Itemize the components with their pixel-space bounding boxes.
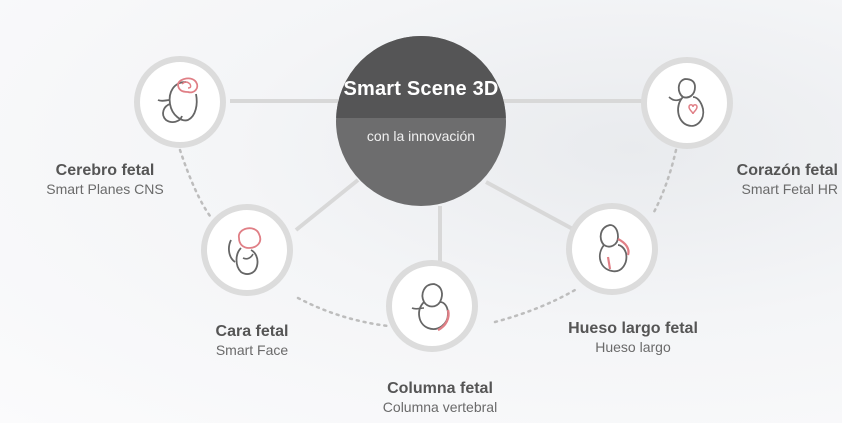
node-columna-fetal bbox=[386, 260, 478, 352]
fetus-long-bone-icon bbox=[598, 224, 630, 273]
hub-title: Smart Scene 3D bbox=[343, 78, 499, 100]
node-cerebro-fetal bbox=[134, 56, 226, 148]
label-corazon-fetal: Corazón fetal Smart Fetal HR bbox=[692, 161, 838, 199]
feature-subtitle: Smart Planes CNS bbox=[46, 181, 164, 197]
node-hueso-largo-fetal bbox=[566, 203, 658, 295]
hub-top bbox=[336, 36, 506, 118]
label-cara-fetal: Cara fetal Smart Face bbox=[182, 322, 322, 360]
fetus-face-icon bbox=[228, 227, 262, 275]
feature-title: Cara fetal bbox=[215, 323, 289, 340]
node-cara-fetal bbox=[201, 204, 293, 296]
hub-circle: Smart Scene 3D con la innovación bbox=[336, 36, 506, 206]
feature-subtitle: Smart Face bbox=[215, 342, 289, 358]
feature-title: Hueso largo fetal bbox=[568, 320, 698, 337]
label-columna-fetal: Columna fetal Columna vertebral bbox=[358, 379, 522, 417]
fetus-brain-icon bbox=[157, 77, 199, 123]
feature-title: Columna fetal bbox=[387, 380, 493, 397]
feature-title: Corazón fetal bbox=[736, 162, 838, 179]
feature-subtitle: Columna vertebral bbox=[382, 399, 498, 415]
label-cerebro-fetal: Cerebro fetal Smart Planes CNS bbox=[25, 161, 185, 199]
node-corazon-fetal bbox=[641, 57, 733, 149]
hub-subtitle: con la innovación bbox=[366, 128, 476, 144]
feature-subtitle: Smart Fetal HR bbox=[741, 181, 838, 197]
feature-subtitle: Hueso largo bbox=[595, 339, 671, 355]
feature-title: Cerebro fetal bbox=[55, 162, 155, 179]
fetus-spine-icon bbox=[411, 283, 450, 332]
fetus-heart-icon bbox=[668, 78, 705, 127]
label-hueso-largo-fetal: Hueso largo fetal Hueso largo bbox=[548, 319, 718, 357]
